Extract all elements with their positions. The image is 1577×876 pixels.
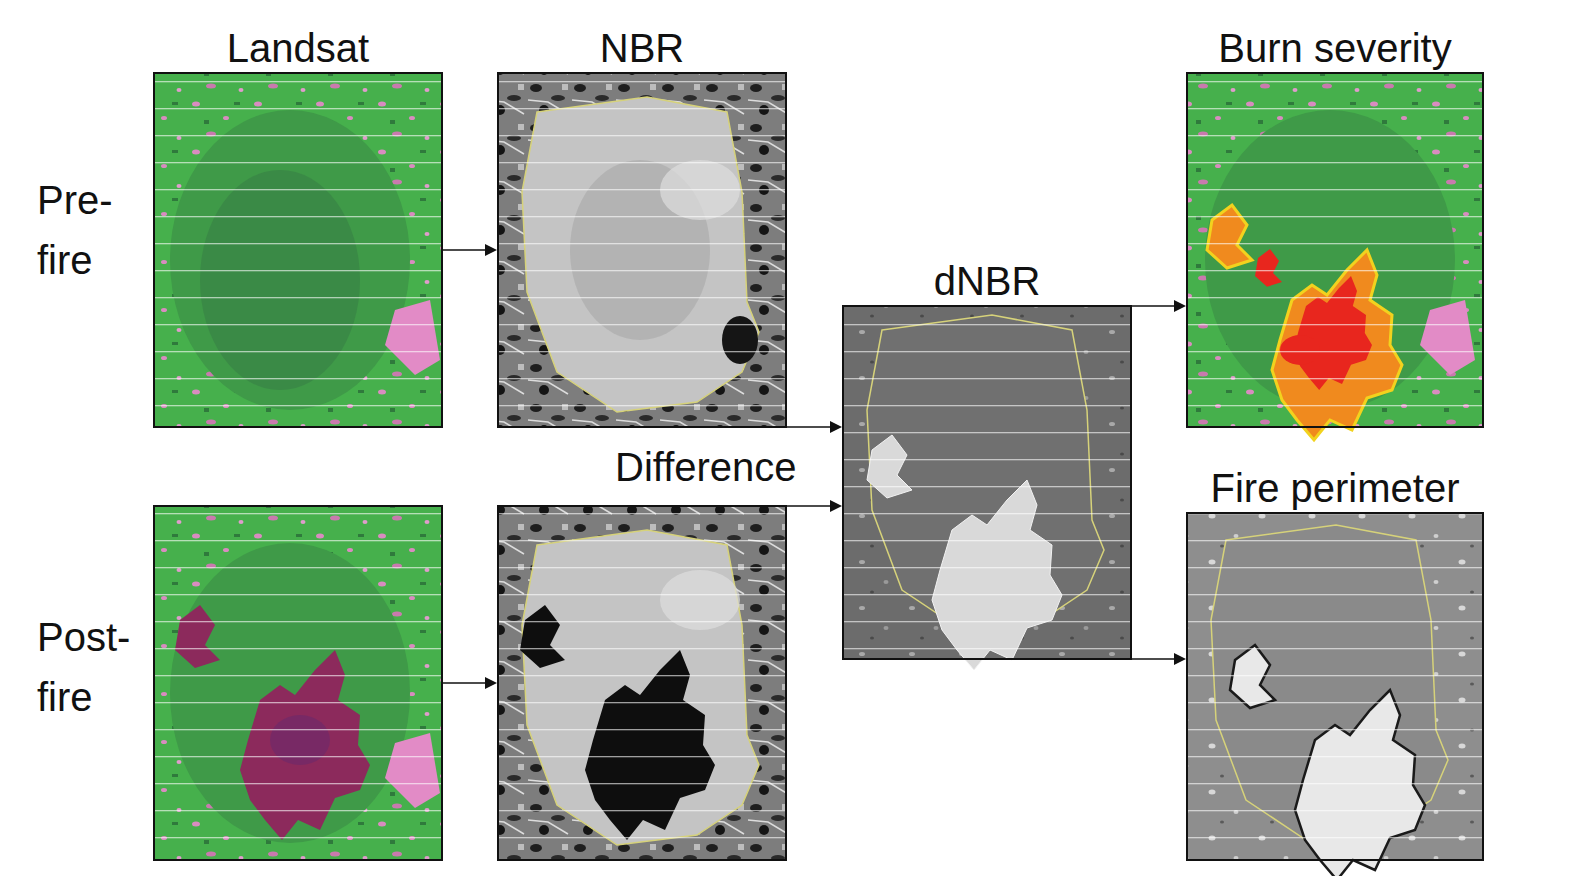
flow-arrow: [787, 500, 842, 512]
flow-arrow: [443, 677, 497, 689]
image-panel: Post- fire: [153, 505, 443, 861]
image-panel: LandsatPre- fire: [153, 72, 443, 428]
row-label: Post- fire: [37, 607, 149, 727]
image-panel: Fire perimeter: [1186, 512, 1484, 861]
panel-title: NBR: [600, 24, 684, 72]
image-panel: NBR: [497, 72, 787, 428]
panel-title: dNBR: [934, 257, 1041, 305]
flow-arrow: [787, 421, 842, 433]
image-panel: [497, 505, 787, 861]
image-panel: dNBR: [842, 305, 1132, 660]
panel-title: Landsat: [227, 24, 369, 72]
flow-arrow: [443, 244, 497, 256]
step-label: Difference: [615, 444, 797, 490]
flow-arrow: [1132, 300, 1186, 312]
panel-title: Fire perimeter: [1211, 464, 1460, 512]
row-label: Pre- fire: [37, 170, 149, 290]
image-panel: Burn severity: [1186, 72, 1484, 428]
panel-title: Burn severity: [1218, 24, 1451, 72]
flow-arrow: [1132, 653, 1186, 665]
